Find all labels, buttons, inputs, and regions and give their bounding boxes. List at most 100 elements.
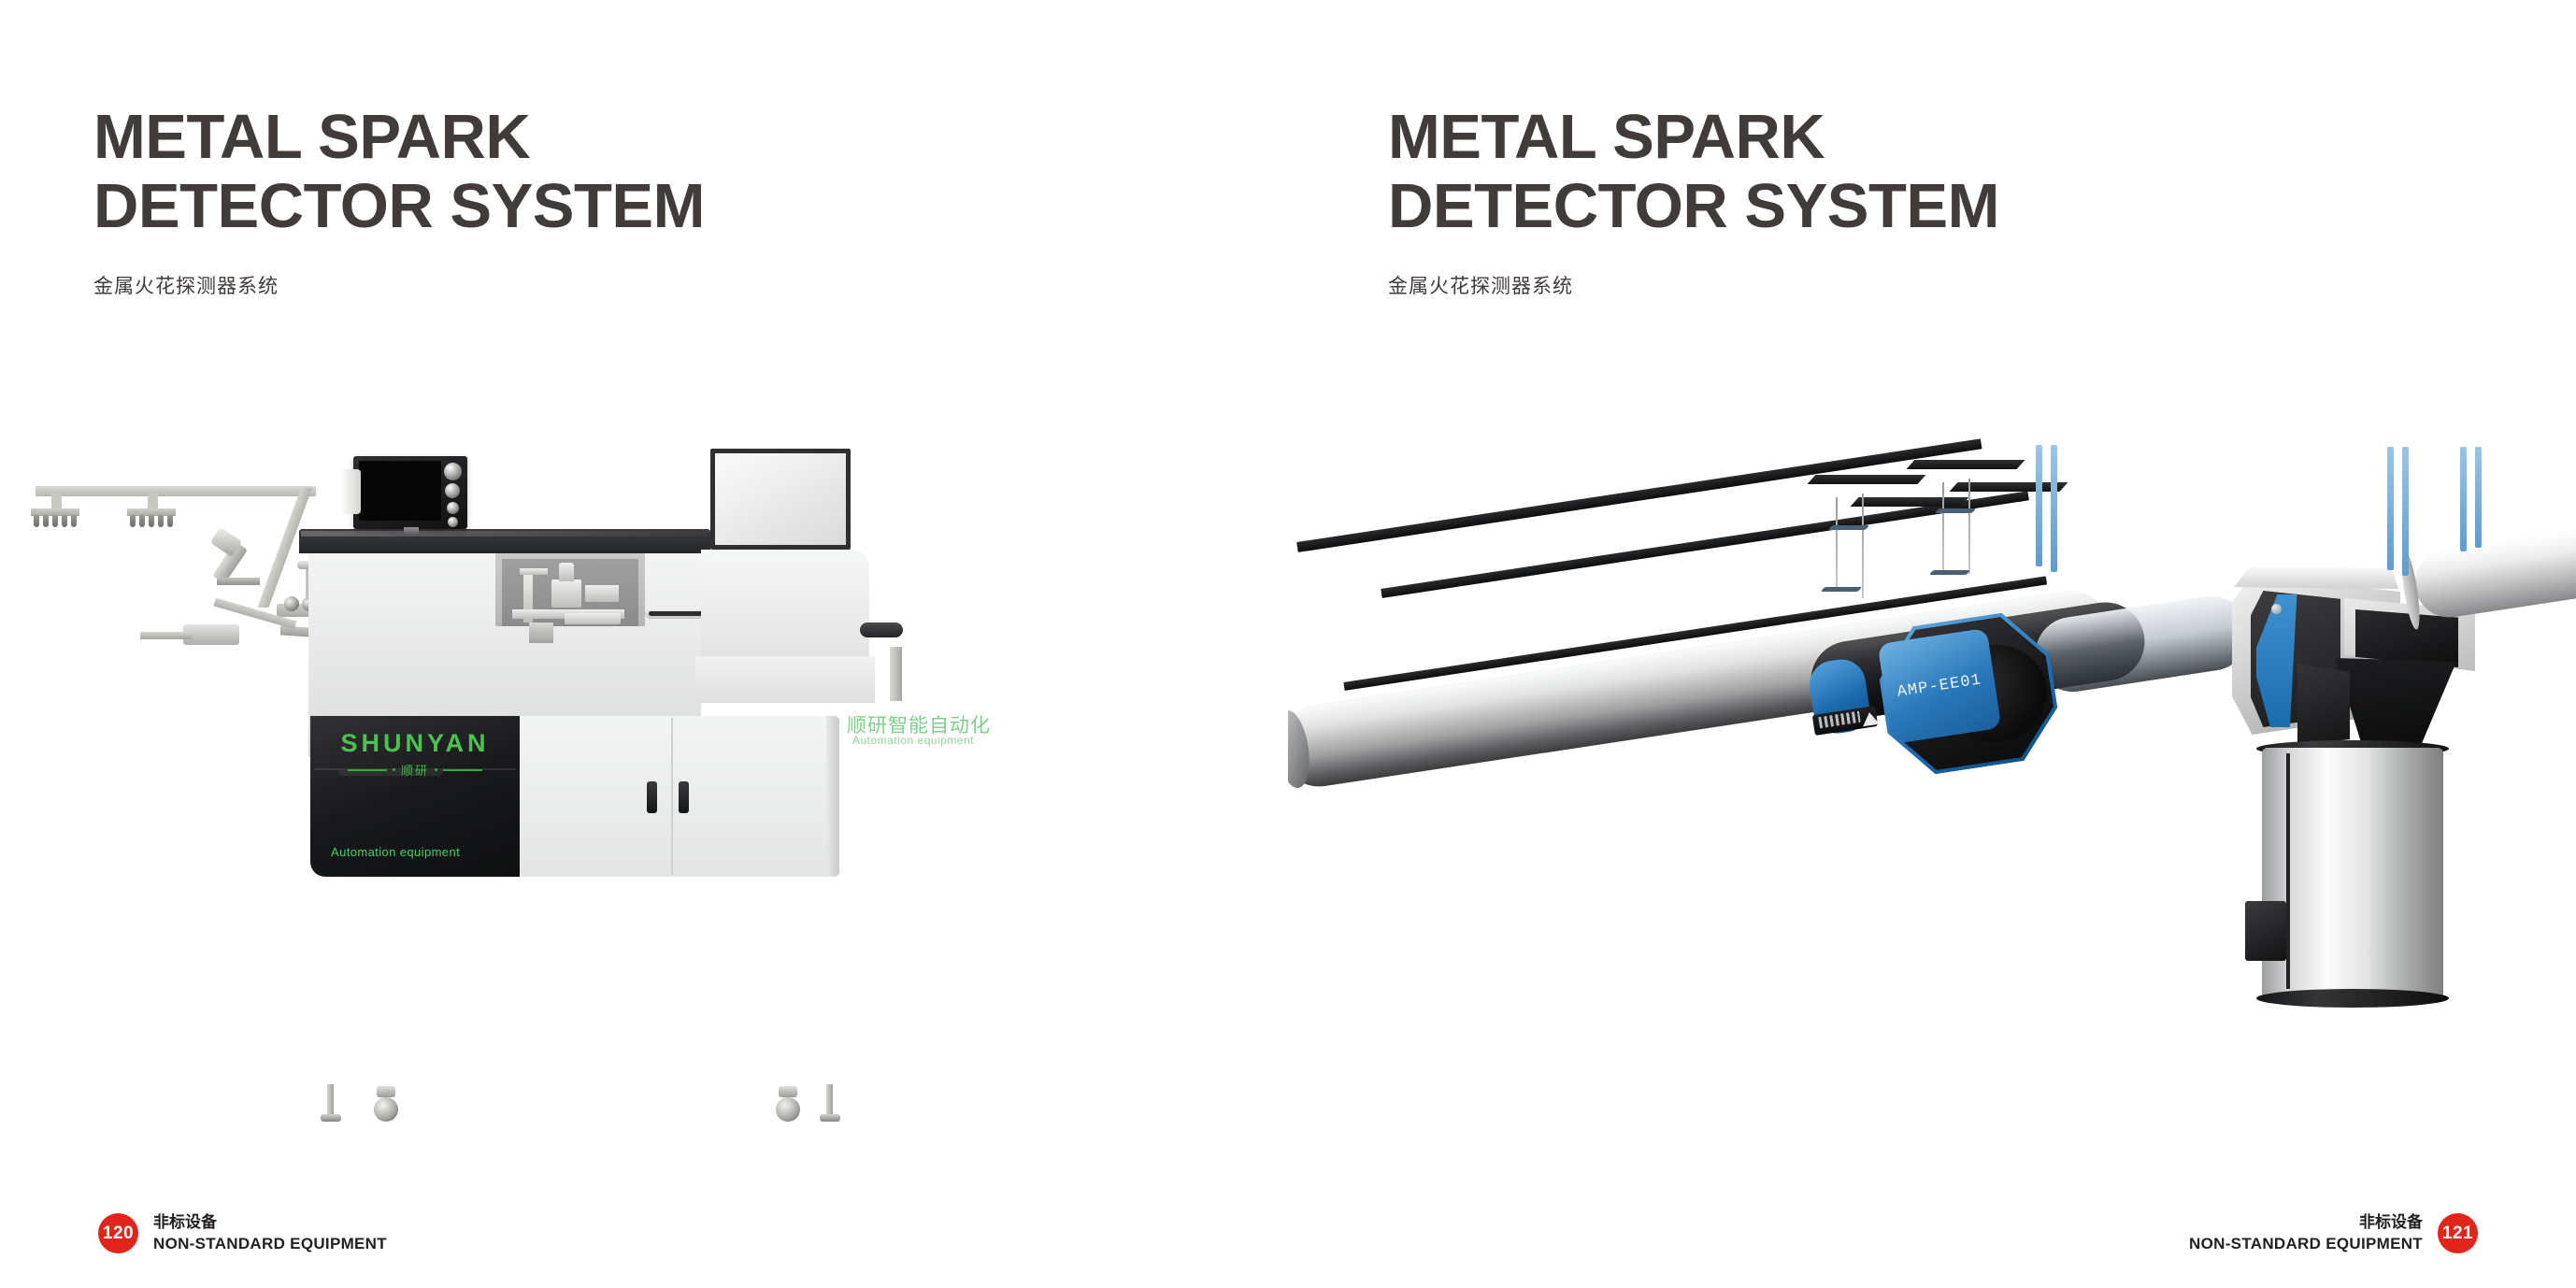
monitor-screen [359, 461, 441, 521]
hanger-wire-2 [1862, 494, 1864, 598]
internal-mechanism-column [523, 570, 533, 623]
panel-chinese-label: 顺研智能自动化 [847, 714, 991, 737]
monitor-knob-1 [444, 463, 462, 480]
support-strap-5 [2036, 445, 2042, 566]
cabinet-right-edge [826, 716, 839, 877]
support-strap-1 [2387, 447, 2394, 570]
cross-bracket-2 [1850, 497, 1969, 507]
left-page-footer: 120 非标设备 NON-STANDARD EQUIPMENT [98, 1212, 387, 1254]
monitor-knob-4 [448, 517, 458, 527]
left-title-block: METAL SPARK DETECTOR SYSTEM 金属火花探测器系统 [93, 103, 705, 299]
feeder-hanger-b [148, 494, 158, 510]
footer-label-en: NON-STANDARD EQUIPMENT [153, 1234, 387, 1252]
display-board-surface [715, 453, 846, 545]
outlet-chute-interior [2355, 609, 2458, 667]
internal-mechanism-carriage [565, 613, 621, 624]
machine-leveling-foot-2 [820, 1084, 840, 1122]
monitor-stand [404, 527, 419, 535]
footer-label-cn: 非标设备 [153, 1213, 217, 1233]
brand-logo: SHUNYAN 顺研 [322, 729, 508, 779]
hanger-wire-1 [1836, 497, 1838, 591]
machine-side-panel [701, 550, 869, 658]
dark-panel-seam [314, 768, 516, 770]
feeder-beam [36, 486, 316, 496]
page-number-badge: 121 [2438, 1213, 2478, 1254]
footer-label-group: 非标设备 NON-STANDARD EQUIPMENT [2189, 1212, 2423, 1254]
overhead-rail-1 [1296, 438, 1982, 552]
sensor-model-plate: AMP-EE01 [1877, 627, 2002, 745]
footer-label-cn: 非标设备 [2359, 1213, 2423, 1233]
machine-caster-2 [776, 1086, 800, 1122]
brand-chinese-text: 顺研 [400, 765, 429, 779]
monitor-knob-3 [447, 502, 459, 514]
hanger-clip-3 [1827, 525, 1870, 530]
hanger-clip-1 [1820, 587, 1863, 592]
cabinet-doors [520, 716, 828, 877]
cabinet-automation-label: Automation equipment [331, 845, 461, 859]
footer-label-group: 非标设备 NON-STANDARD EQUIPMENT [153, 1212, 387, 1254]
sensor-base-plate [217, 578, 260, 585]
brand-dot-right [435, 768, 437, 771]
page-subtitle: 金属火花探测器系统 [93, 275, 279, 297]
diverter-head-bolt [2271, 604, 2282, 614]
internal-mechanism-block [551, 580, 581, 608]
cabinet-handle-left[interactable] [647, 781, 657, 813]
hanger-wire-3 [1942, 482, 1944, 572]
support-strap-4 [2475, 447, 2482, 548]
infeed-rod [140, 632, 193, 639]
page-subtitle: 金属火花探测器系统 [1388, 275, 1573, 297]
hanger-clip-2 [1928, 570, 1971, 575]
machine-side-lower-panel [695, 656, 875, 703]
machine-top-dark-band [299, 529, 710, 553]
monitor-knob-2 [445, 483, 460, 498]
support-strap-3 [2460, 447, 2467, 551]
outfeed-support [890, 647, 902, 701]
panel-english-label: Automation equipment [852, 734, 975, 747]
reject-hopper [2335, 658, 2456, 748]
diverter-head-top-cover [2234, 566, 2398, 589]
nameplate-logo-mark [1861, 710, 1880, 727]
hanger-clip-4 [1934, 508, 1977, 513]
feeder-guide-comb-a [31, 508, 79, 527]
cabinet-door-divider [671, 718, 673, 875]
collection-drum-latch-rod [2286, 753, 2290, 989]
outfeed-tube [860, 623, 903, 637]
machine-caster-1 [374, 1086, 398, 1122]
hanger-wire-4 [1968, 479, 1970, 574]
footer-label-en: NON-STANDARD EQUIPMENT [2189, 1234, 2423, 1252]
page-title-line-1: METAL SPARK [93, 102, 531, 172]
right-title-block: METAL SPARK DETECTOR SYSTEM 金属火花探测器系统 [1388, 103, 1999, 299]
right-page: METAL SPARK DETECTOR SYSTEM 金属火花探测器系统 [1288, 0, 2576, 1288]
page-number-badge: 120 [98, 1213, 138, 1254]
internal-mechanism-bracket [520, 568, 548, 575]
brand-dot-left [392, 768, 395, 771]
brand-rule-left [347, 768, 387, 771]
brand-rule-right [443, 768, 482, 771]
page-title-line-2: DETECTOR SYSTEM [1388, 171, 1999, 241]
feeder-hanger-a [51, 494, 62, 510]
cross-bracket-1 [1807, 475, 1926, 484]
collection-drum-control-box [2245, 901, 2286, 961]
dark-panel-notch [338, 770, 443, 776]
left-page: METAL SPARK DETECTOR SYSTEM 金属火花探测器系统 [31, 102, 991, 1254]
cabinet-handle-right[interactable] [679, 781, 689, 813]
dark-front-panel [310, 716, 520, 877]
internal-mechanism-slide [585, 585, 619, 602]
feeder-guide-comb-b [127, 508, 176, 527]
brand-subline: 顺研 [322, 761, 508, 779]
control-monitor [353, 456, 467, 529]
machine-leveling-foot-1 [321, 1084, 341, 1122]
infeed-block [183, 624, 239, 645]
outlet-pipe [2410, 522, 2576, 623]
reject-hopper-side [2297, 664, 2350, 746]
internal-mechanism-head [559, 563, 574, 581]
collection-drum [2262, 748, 2443, 1000]
sensor-model-text: AMP-EE01 [1896, 670, 1983, 702]
duct-detector-illustration: AMP-EE01 [1288, 438, 2576, 1131]
page-title-line-1: METAL SPARK [1388, 102, 1825, 172]
cross-bracket-3 [1906, 460, 2025, 469]
monitor-side-roll [342, 469, 361, 514]
collection-drum-rim-bottom [2256, 989, 2449, 1008]
top-band-highlight [301, 531, 708, 537]
